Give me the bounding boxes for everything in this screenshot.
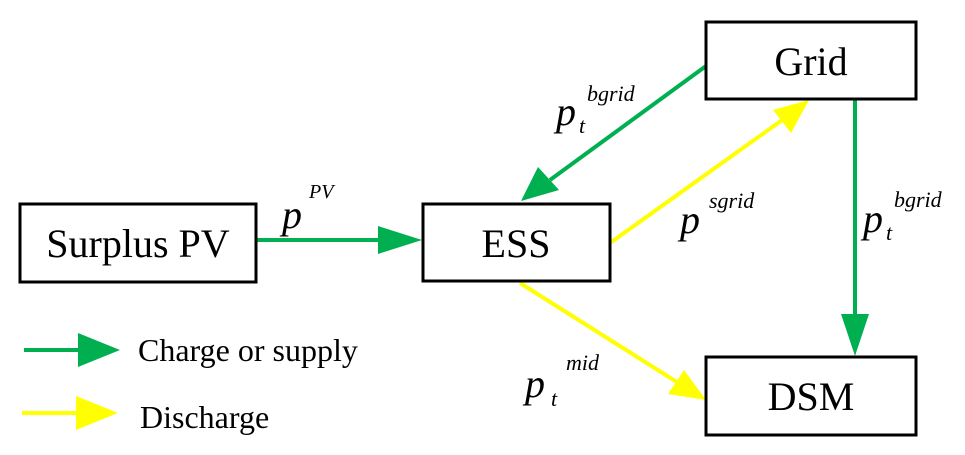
legend: Charge or supply Discharge [22,332,358,435]
label-grid-to-ess: p t bgrid [553,81,636,138]
node-label: DSM [768,374,855,419]
arrow-grid-to-ess [521,64,708,201]
arrow-ess-to-dsm [518,281,706,400]
node-surplus-pv: Surplus PV [18,202,258,284]
node-ess: ESS [421,202,612,283]
label-grid-to-dsm: p t bgrid [860,187,943,245]
arrow-grid-to-dsm [841,99,869,356]
legend-item-discharge: Discharge [22,396,269,435]
label-sup: sgrid [709,188,755,213]
node-grid: Grid [704,20,918,101]
label-sub: t [551,386,558,411]
arrow-ess-to-grid [608,100,809,245]
legend-item-charge: Charge or supply [24,332,358,368]
node-label: Surplus PV [46,221,229,266]
label-base: p [279,192,302,237]
label-sub: t [886,220,893,245]
arrow-pv-to-ess [257,226,422,254]
label-pv-to-ess: p PV [279,181,336,237]
label-ess-to-grid: p sgrid [677,188,755,242]
label-base: p [522,361,545,406]
label-sup: bgrid [894,187,943,212]
label-base: p [553,89,576,134]
node-label: ESS [482,221,551,266]
label-base: p [677,197,700,242]
label-sup: bgrid [587,81,636,106]
label-sup: PV [308,181,336,203]
legend-label: Charge or supply [138,332,358,368]
node-dsm: DSM [704,355,918,437]
label-base: p [860,196,883,241]
legend-label: Discharge [140,399,269,435]
label-sub: t [579,113,586,138]
label-ess-to-dsm: p t mid [522,350,600,411]
node-label: Grid [774,39,847,84]
label-sup: mid [566,350,600,375]
